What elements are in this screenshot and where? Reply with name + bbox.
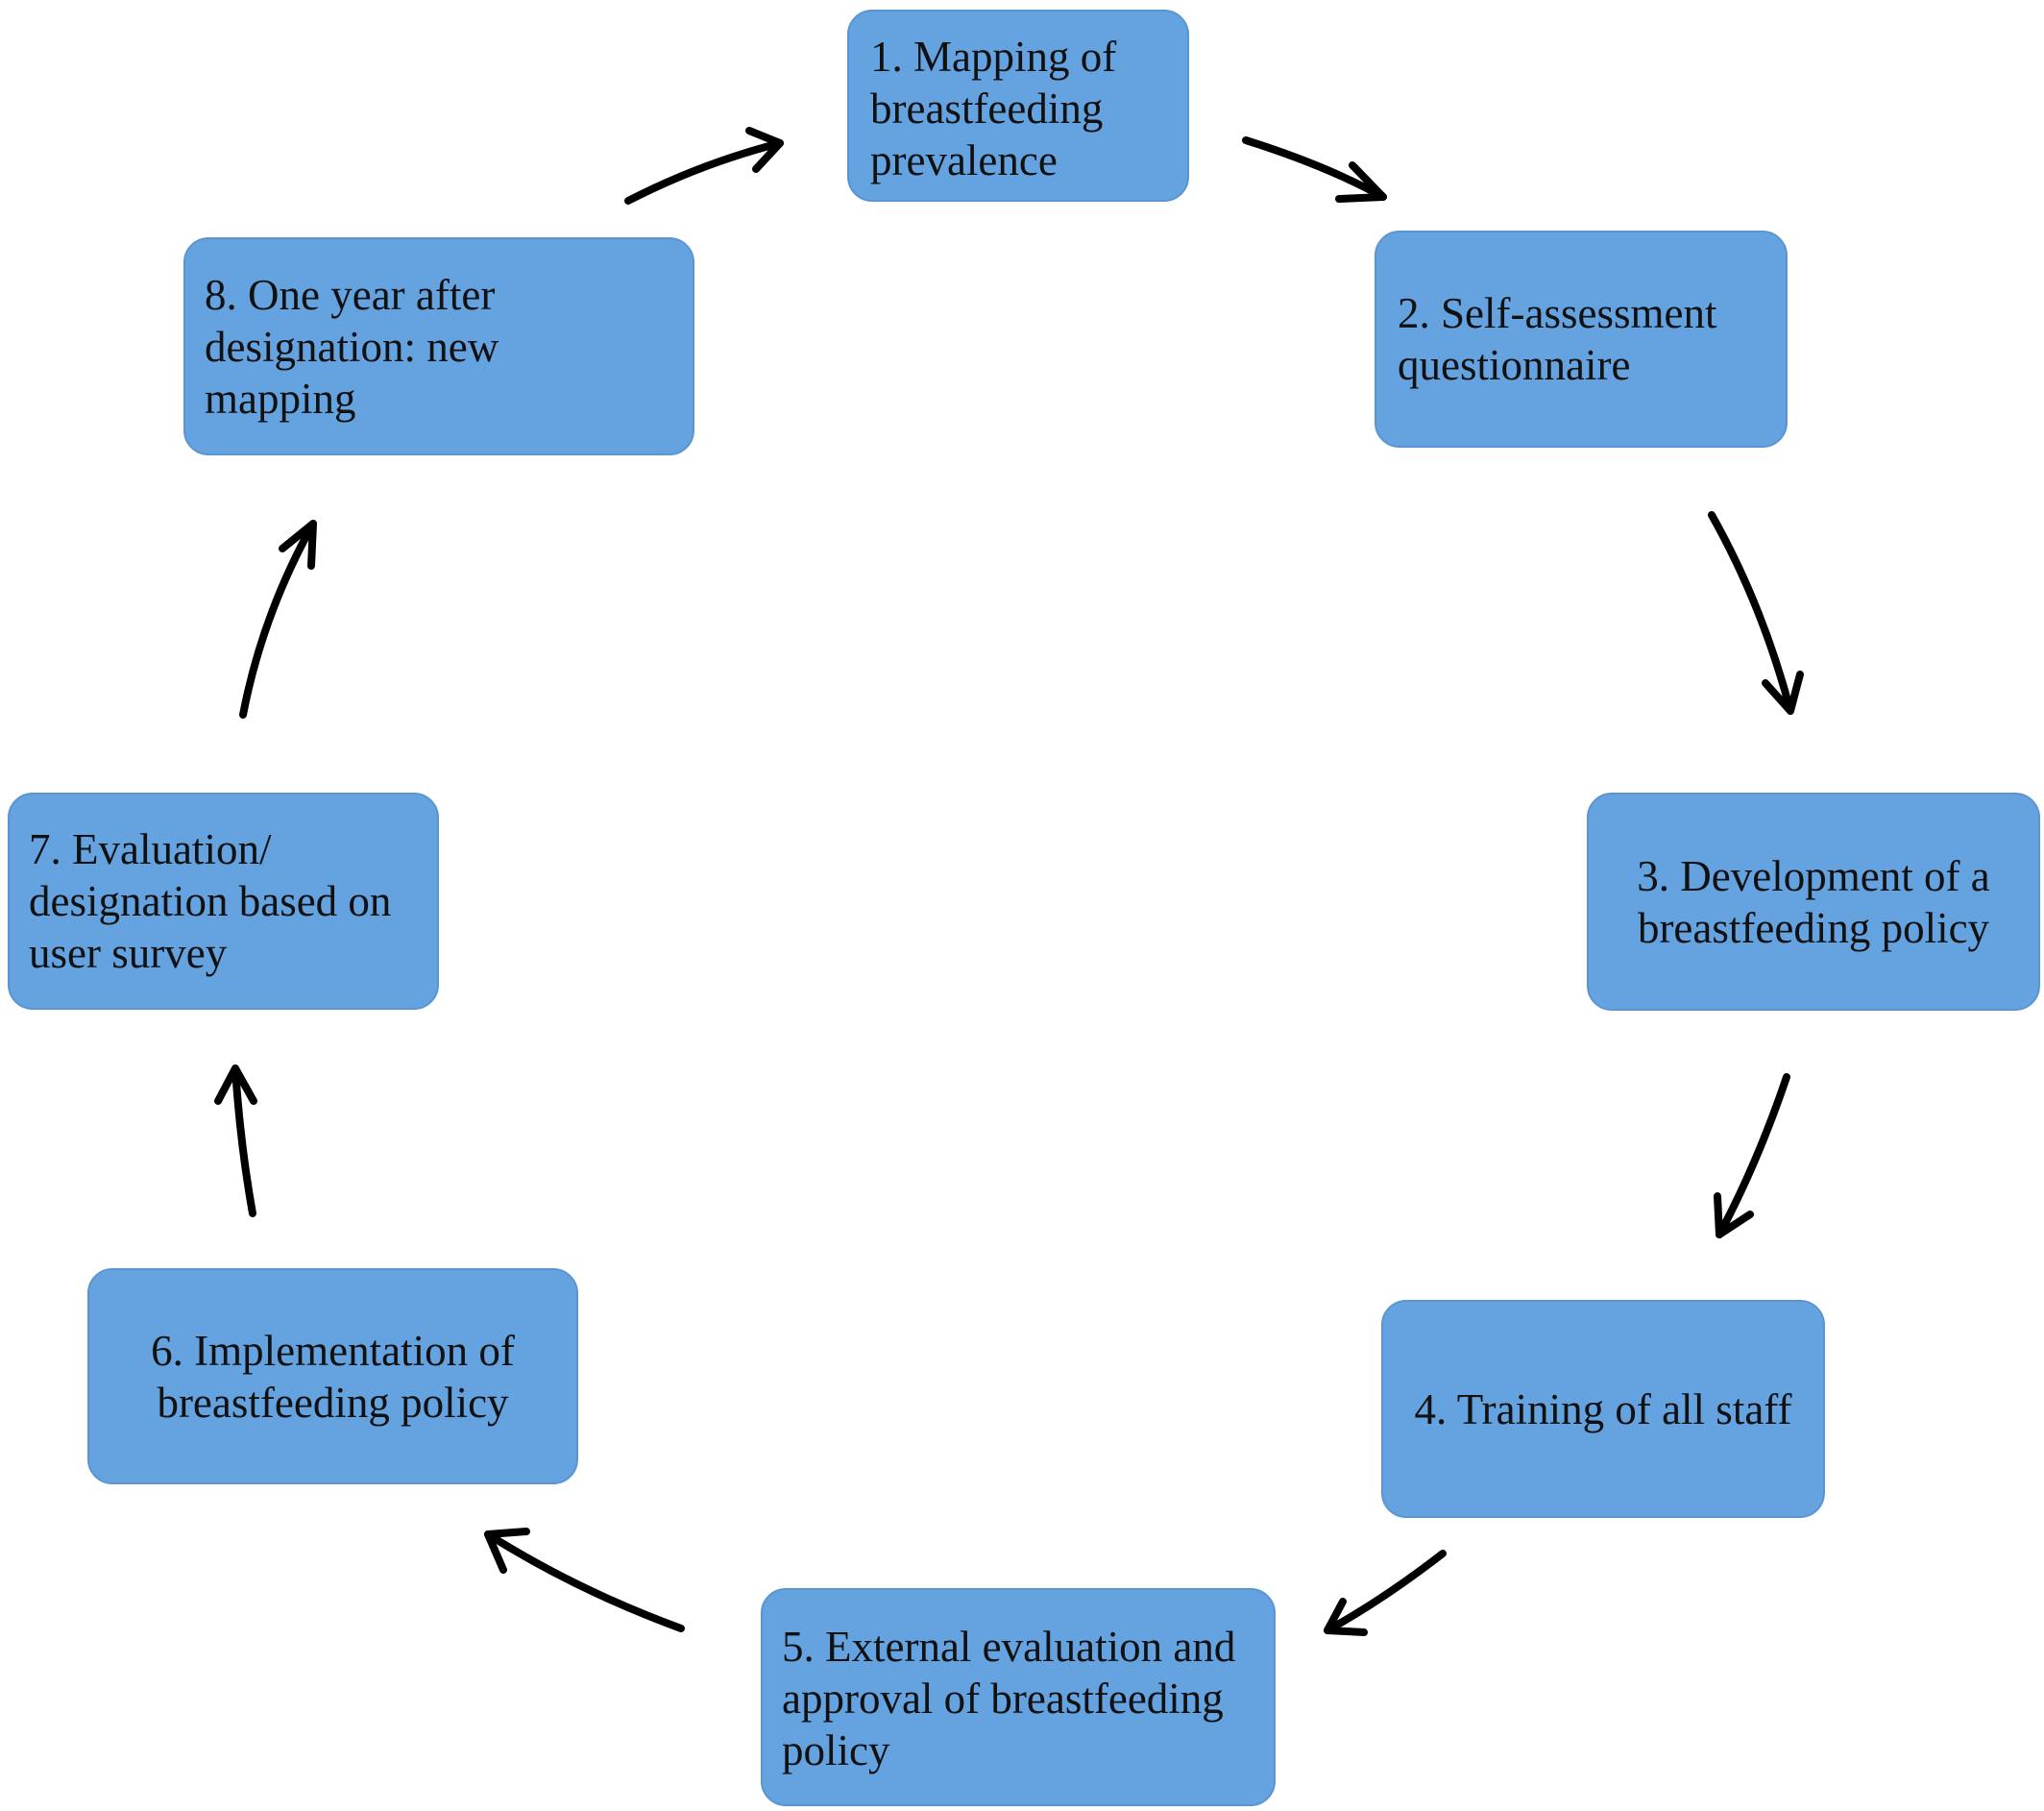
step-4-label: 4. Training of all staff <box>1414 1384 1792 1433</box>
arrow-step6-to-step7 <box>231 1065 256 1217</box>
step-4-box: 4. Training of all staff <box>1381 1300 1825 1518</box>
arrowhead-step1-to-step2 <box>1335 161 1387 203</box>
arrowhead-step7-to-step8 <box>279 520 317 570</box>
arrow-step2-to-step3 <box>1708 511 1794 715</box>
arrowhead-step8-to-step1 <box>745 127 784 173</box>
arrowhead-step3-to-step4 <box>1714 1192 1754 1238</box>
arrowhead-step2-to-step3 <box>1762 671 1804 715</box>
arrowhead-step4-to-step5 <box>1324 1598 1368 1636</box>
arrow-step3-to-step4 <box>1716 1073 1790 1238</box>
arrow-step4-to-step5 <box>1324 1550 1447 1634</box>
arrowhead-step6-to-step7 <box>214 1065 257 1105</box>
arrow-step1-to-step2 <box>1242 136 1387 201</box>
arrow-step5-to-step6 <box>484 1530 685 1632</box>
arrow-step7-to-step8 <box>239 520 317 719</box>
arrowhead-step5-to-step6 <box>484 1528 530 1574</box>
arrow-step8-to-step1 <box>624 139 784 205</box>
